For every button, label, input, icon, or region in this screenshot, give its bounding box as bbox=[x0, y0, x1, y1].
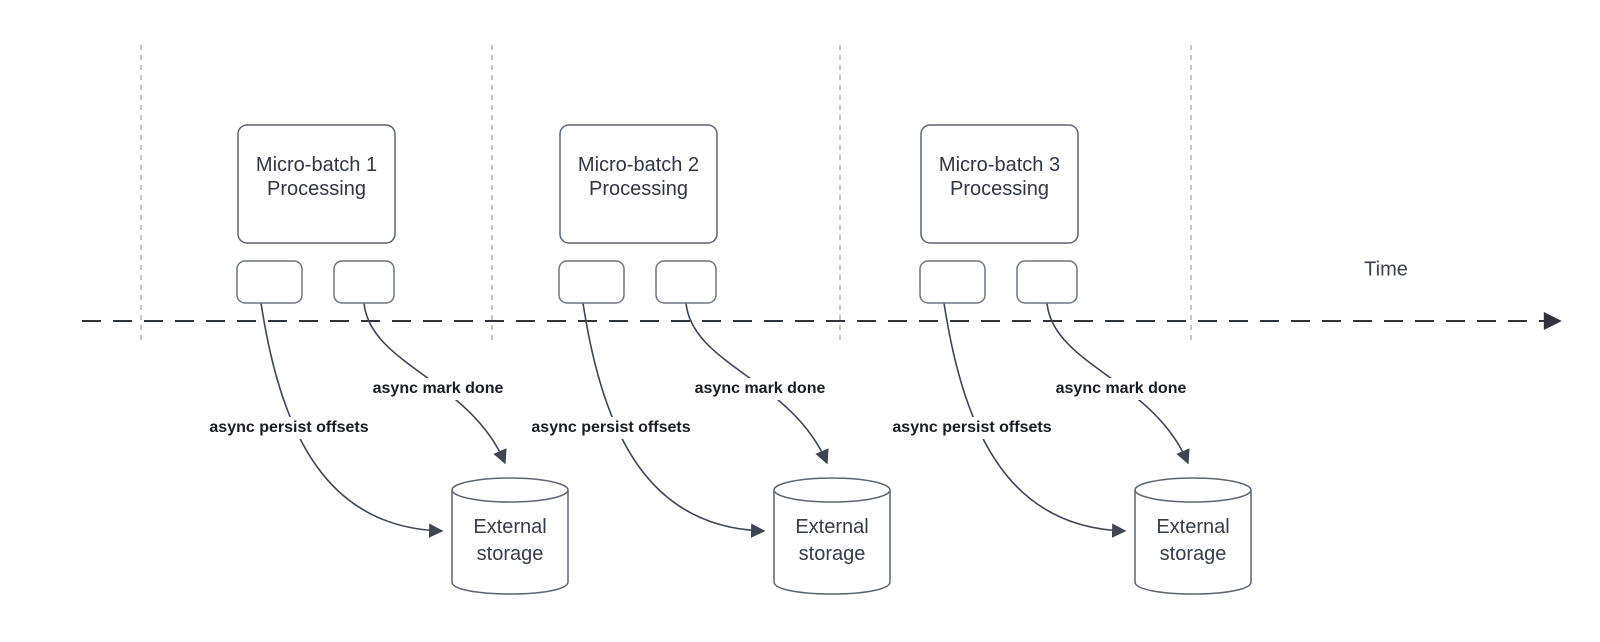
persist-offsets-label: async persist offsets bbox=[527, 417, 695, 439]
micro-batch-title: Micro-batch 1 Processing bbox=[238, 125, 395, 243]
micro-batch-box bbox=[920, 124, 1079, 244]
task-box-left bbox=[919, 260, 986, 304]
micro-batch-section bbox=[236, 124, 569, 595]
persist-offsets-arrow bbox=[943, 302, 1127, 538]
mark-done-arrow bbox=[1046, 302, 1190, 465]
mark-done-label: async mark done bbox=[690, 378, 830, 400]
persist-offsets-label: async persist offsets bbox=[205, 417, 373, 439]
micro-batch-title-line1: Micro-batch 2 bbox=[577, 154, 700, 176]
mark-done-arrow bbox=[363, 302, 507, 465]
micro-batch-title-line2: Processing bbox=[267, 178, 366, 200]
external-storage-label-line1: External bbox=[795, 516, 869, 538]
external-storage-label: External storage bbox=[452, 482, 568, 594]
external-storage-label-line2: storage bbox=[476, 543, 544, 565]
task-box-left bbox=[558, 260, 625, 304]
micro-batch-box bbox=[559, 124, 718, 244]
external-storage-label-line1: External bbox=[1156, 516, 1230, 538]
task-box-right bbox=[655, 260, 717, 304]
external-storage-cylinder bbox=[451, 477, 569, 595]
micro-batch-title-line1: Micro-batch 1 bbox=[255, 154, 378, 176]
external-storage-label-line2: storage bbox=[1159, 543, 1227, 565]
micro-batch-section bbox=[919, 124, 1252, 595]
external-storage-label-line1: External bbox=[473, 516, 547, 538]
persist-offsets-arrow bbox=[260, 302, 444, 538]
mark-done-label: async mark done bbox=[368, 378, 508, 400]
micro-batch-title-line2: Processing bbox=[589, 178, 688, 200]
external-storage-label: External storage bbox=[774, 482, 890, 594]
external-storage-cylinder bbox=[1134, 477, 1252, 595]
persist-offsets-label: async persist offsets bbox=[888, 417, 1056, 439]
task-box-right bbox=[1016, 260, 1078, 304]
micro-batch-title-line1: Micro-batch 3 bbox=[938, 154, 1061, 176]
micro-batch-box bbox=[237, 124, 396, 244]
micro-batch-title: Micro-batch 3 Processing bbox=[921, 125, 1078, 243]
mark-done-arrow bbox=[685, 302, 829, 465]
mark-done-label: async mark done bbox=[1051, 378, 1191, 400]
time-label: Time bbox=[1364, 258, 1408, 281]
persist-offsets-arrow bbox=[582, 302, 766, 538]
micro-batch-section bbox=[558, 124, 891, 595]
external-storage-label-line2: storage bbox=[798, 543, 866, 565]
task-box-left bbox=[236, 260, 303, 304]
external-storage-cylinder bbox=[773, 477, 891, 595]
micro-batch-title: Micro-batch 2 Processing bbox=[560, 125, 717, 243]
external-storage-label: External storage bbox=[1135, 482, 1251, 594]
task-box-right bbox=[333, 260, 395, 304]
micro-batch-title-line2: Processing bbox=[950, 178, 1049, 200]
